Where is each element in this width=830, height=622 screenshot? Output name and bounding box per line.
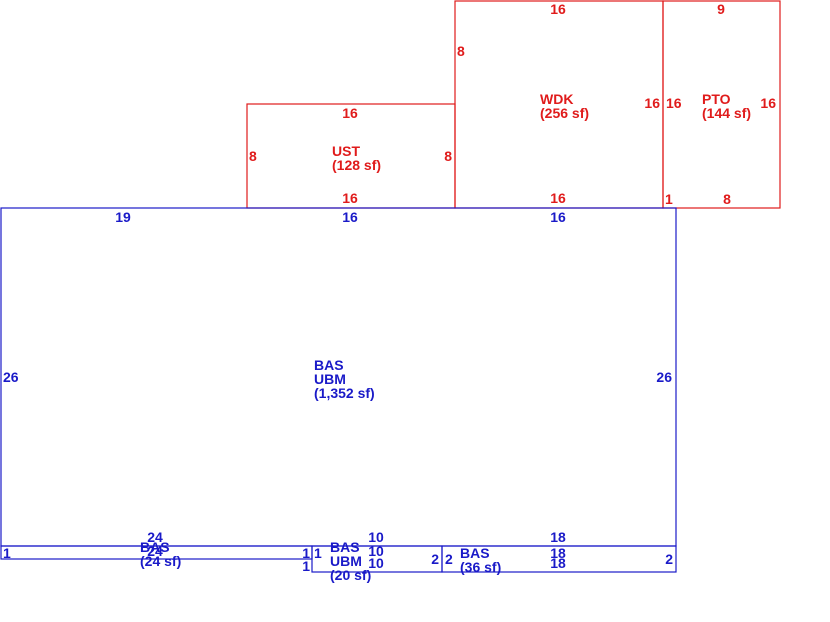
ust-code: UST [332,143,360,159]
pto-left-dim: 16 [666,95,682,111]
bas-main-left-dim: 26 [3,369,19,385]
bas-mid-area: (20 sf) [330,567,371,583]
bas-right-left-dim: 2 [445,551,453,567]
bas-main-area: (1,352 sf) [314,385,375,401]
wdk-code: WDK [540,91,573,107]
pto-outline [662,0,781,209]
bas-main-top-mid-dim: 16 [342,209,358,225]
wdk-top-dim: 16 [550,1,566,17]
bas-right-outline [441,545,677,573]
ust-right-dim: 8 [444,148,452,164]
ust-area: (128 sf) [332,157,381,173]
bas-mid-top-dim: 10 [368,529,384,545]
bas-main-code1: BAS [314,357,344,373]
bas-left-bottom-dim: 24 [147,543,163,559]
bas-right-bottom-dim: 18 [550,555,566,571]
ust-bottom-dim: 16 [342,190,358,206]
bas-main-top-left-dim: 19 [115,209,131,225]
ust-left-dim: 8 [249,148,257,164]
wdk-left-dim: 8 [457,43,465,59]
upper-areas: 16 8 16 16 WDK (256 sf) 9 16 16 8 1 PTO … [246,0,781,209]
pto-code: PTO [702,91,731,107]
bas-mid-right-dim: 2 [431,551,439,567]
wdk-bottom-dim: 16 [550,190,566,206]
bas-left-left-dim: 1 [3,545,11,561]
main-areas: 19 16 16 26 26 18 BAS UBM (1,352 sf) 24 … [0,207,677,583]
bas-right-top-dim: 18 [550,545,566,561]
pto-top-dim: 9 [717,1,725,17]
bas-main-right-dim: 26 [656,369,672,385]
bas-main-code2: UBM [314,371,346,387]
bas-mid-left-dim: 1 [314,545,322,561]
pto-bottom-dim: 8 [723,191,731,207]
bas-main-top-right-dim: 16 [550,209,566,225]
bas-mid-code1: BAS [330,539,360,555]
bas-left-right-dim: 1 [302,545,310,561]
bas-left-code: BAS [140,539,170,555]
ust-top-dim: 16 [342,105,358,121]
wdk-right-dim: 16 [644,95,660,111]
bas-left-top-dim: 24 [147,529,163,545]
pto-right-dim: 16 [760,95,776,111]
pto-corner-dim: 1 [665,191,673,207]
bas-mid-bottom-dim: 10 [368,555,384,571]
wdk-area: (256 sf) [540,105,589,121]
bas-right-right-dim: 2 [665,551,673,567]
bas-mid-code2: UBM [330,553,362,569]
pto-area: (144 sf) [702,105,751,121]
bas-right-code: BAS [460,545,490,561]
bas-main-bottom-right-dim: 18 [550,529,566,545]
bas-mid-left2-dim: 1 [302,558,310,574]
bas-mid-mid-dim: 10 [368,543,384,559]
bas-right-area: (36 sf) [460,559,501,575]
bas-left-area: (24 sf) [140,553,181,569]
